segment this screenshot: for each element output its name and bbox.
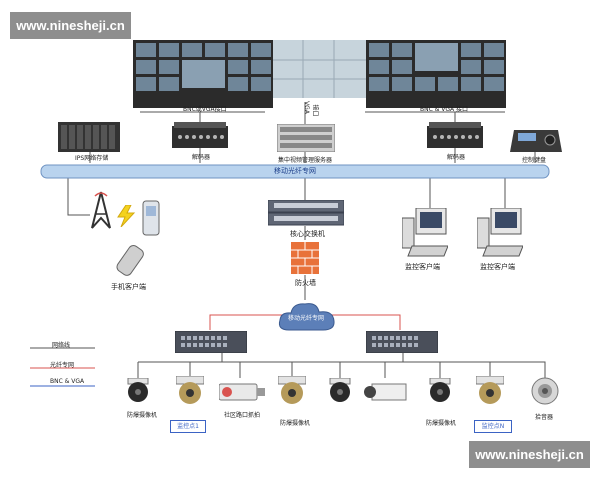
bullet-camera-icon: [219, 383, 265, 401]
dome-camera-icon-3: [278, 376, 306, 404]
box-camera-icon: [364, 383, 407, 401]
legend-fiber-line: 光纤专网: [50, 362, 75, 369]
dome-camera-icon-5: [429, 378, 451, 402]
firewall-icon: [291, 242, 319, 274]
monitor-client-label-1: 监控客户端: [405, 263, 440, 271]
mobile-phone-icon: [142, 200, 160, 236]
decoder-right-label: 解码器: [447, 154, 466, 161]
cloud-label: 移动光纤专网: [288, 315, 325, 322]
legend-network-line: 网络线: [52, 342, 71, 349]
desktop-computer-icon-1: [402, 208, 448, 257]
control-keyboard-label: 控制键盘: [522, 157, 547, 164]
decoder-left-label: 解码器: [192, 154, 211, 161]
control-keyboard-icon: [510, 130, 562, 152]
dome-camera-icon-1: [127, 378, 149, 402]
monitor-client-label-2: 监控客户端: [480, 263, 515, 271]
ips-storage-label: IPS网络存储: [75, 155, 109, 162]
central-server-label: 集中视频管理服务器: [278, 157, 333, 164]
core-switch-icon: [268, 200, 344, 226]
wall-label-right: BNC & VGA 接口: [420, 106, 469, 113]
camera-label-mid: 防爆摄像机: [280, 420, 311, 427]
camera-label-left: 防爆摄像机: [127, 412, 158, 419]
monitoring-point-n: 监控点N: [474, 420, 512, 433]
mobile-client-label: 手机客户端: [111, 283, 146, 291]
backbone-label: 移动光纤专网: [274, 167, 316, 175]
camera-label-right: 防爆摄像机: [426, 420, 457, 427]
lightning-icon: [117, 205, 136, 227]
dome-camera-icon-6: [476, 376, 504, 404]
wall-label-center-1: VGA: [302, 101, 310, 114]
desktop-computer-icon-2: [477, 208, 523, 257]
firewall-label: 防火墙: [295, 279, 316, 287]
ips-storage-icon: [58, 122, 120, 152]
video-wall-screens: [133, 40, 506, 108]
access-switch-right-icon: [366, 331, 438, 353]
decoder-right-icon: [427, 122, 483, 148]
camera-label-gate: 社区路口抓拍: [224, 412, 261, 419]
monitoring-point-1: 监控点1: [170, 420, 206, 433]
speaker-label: 拾音器: [535, 414, 554, 421]
sound-pickup-icon: [531, 377, 559, 405]
fiber-backbone-bus: [40, 164, 550, 179]
dome-camera-icon-4: [329, 378, 351, 402]
dome-camera-icon-2: [176, 376, 204, 404]
video-wall: [133, 40, 506, 110]
wall-label-center-2: 接口: [311, 104, 319, 117]
central-server-icon: [277, 124, 335, 152]
decoder-left-icon: [172, 122, 228, 148]
handset-icon: [116, 245, 144, 276]
legend-bnc-line: BNC & VGA: [50, 378, 85, 385]
cloud-icon: [278, 303, 335, 331]
wall-label-left: BNC或VGA接口: [183, 106, 227, 113]
cell-tower-icon: [91, 191, 111, 229]
core-switch-label: 核心交换机: [290, 230, 325, 238]
watermark-top: www.ninesheji.cn: [10, 12, 131, 39]
access-switch-left-icon: [175, 331, 247, 353]
watermark-bottom: www.ninesheji.cn: [469, 441, 590, 468]
